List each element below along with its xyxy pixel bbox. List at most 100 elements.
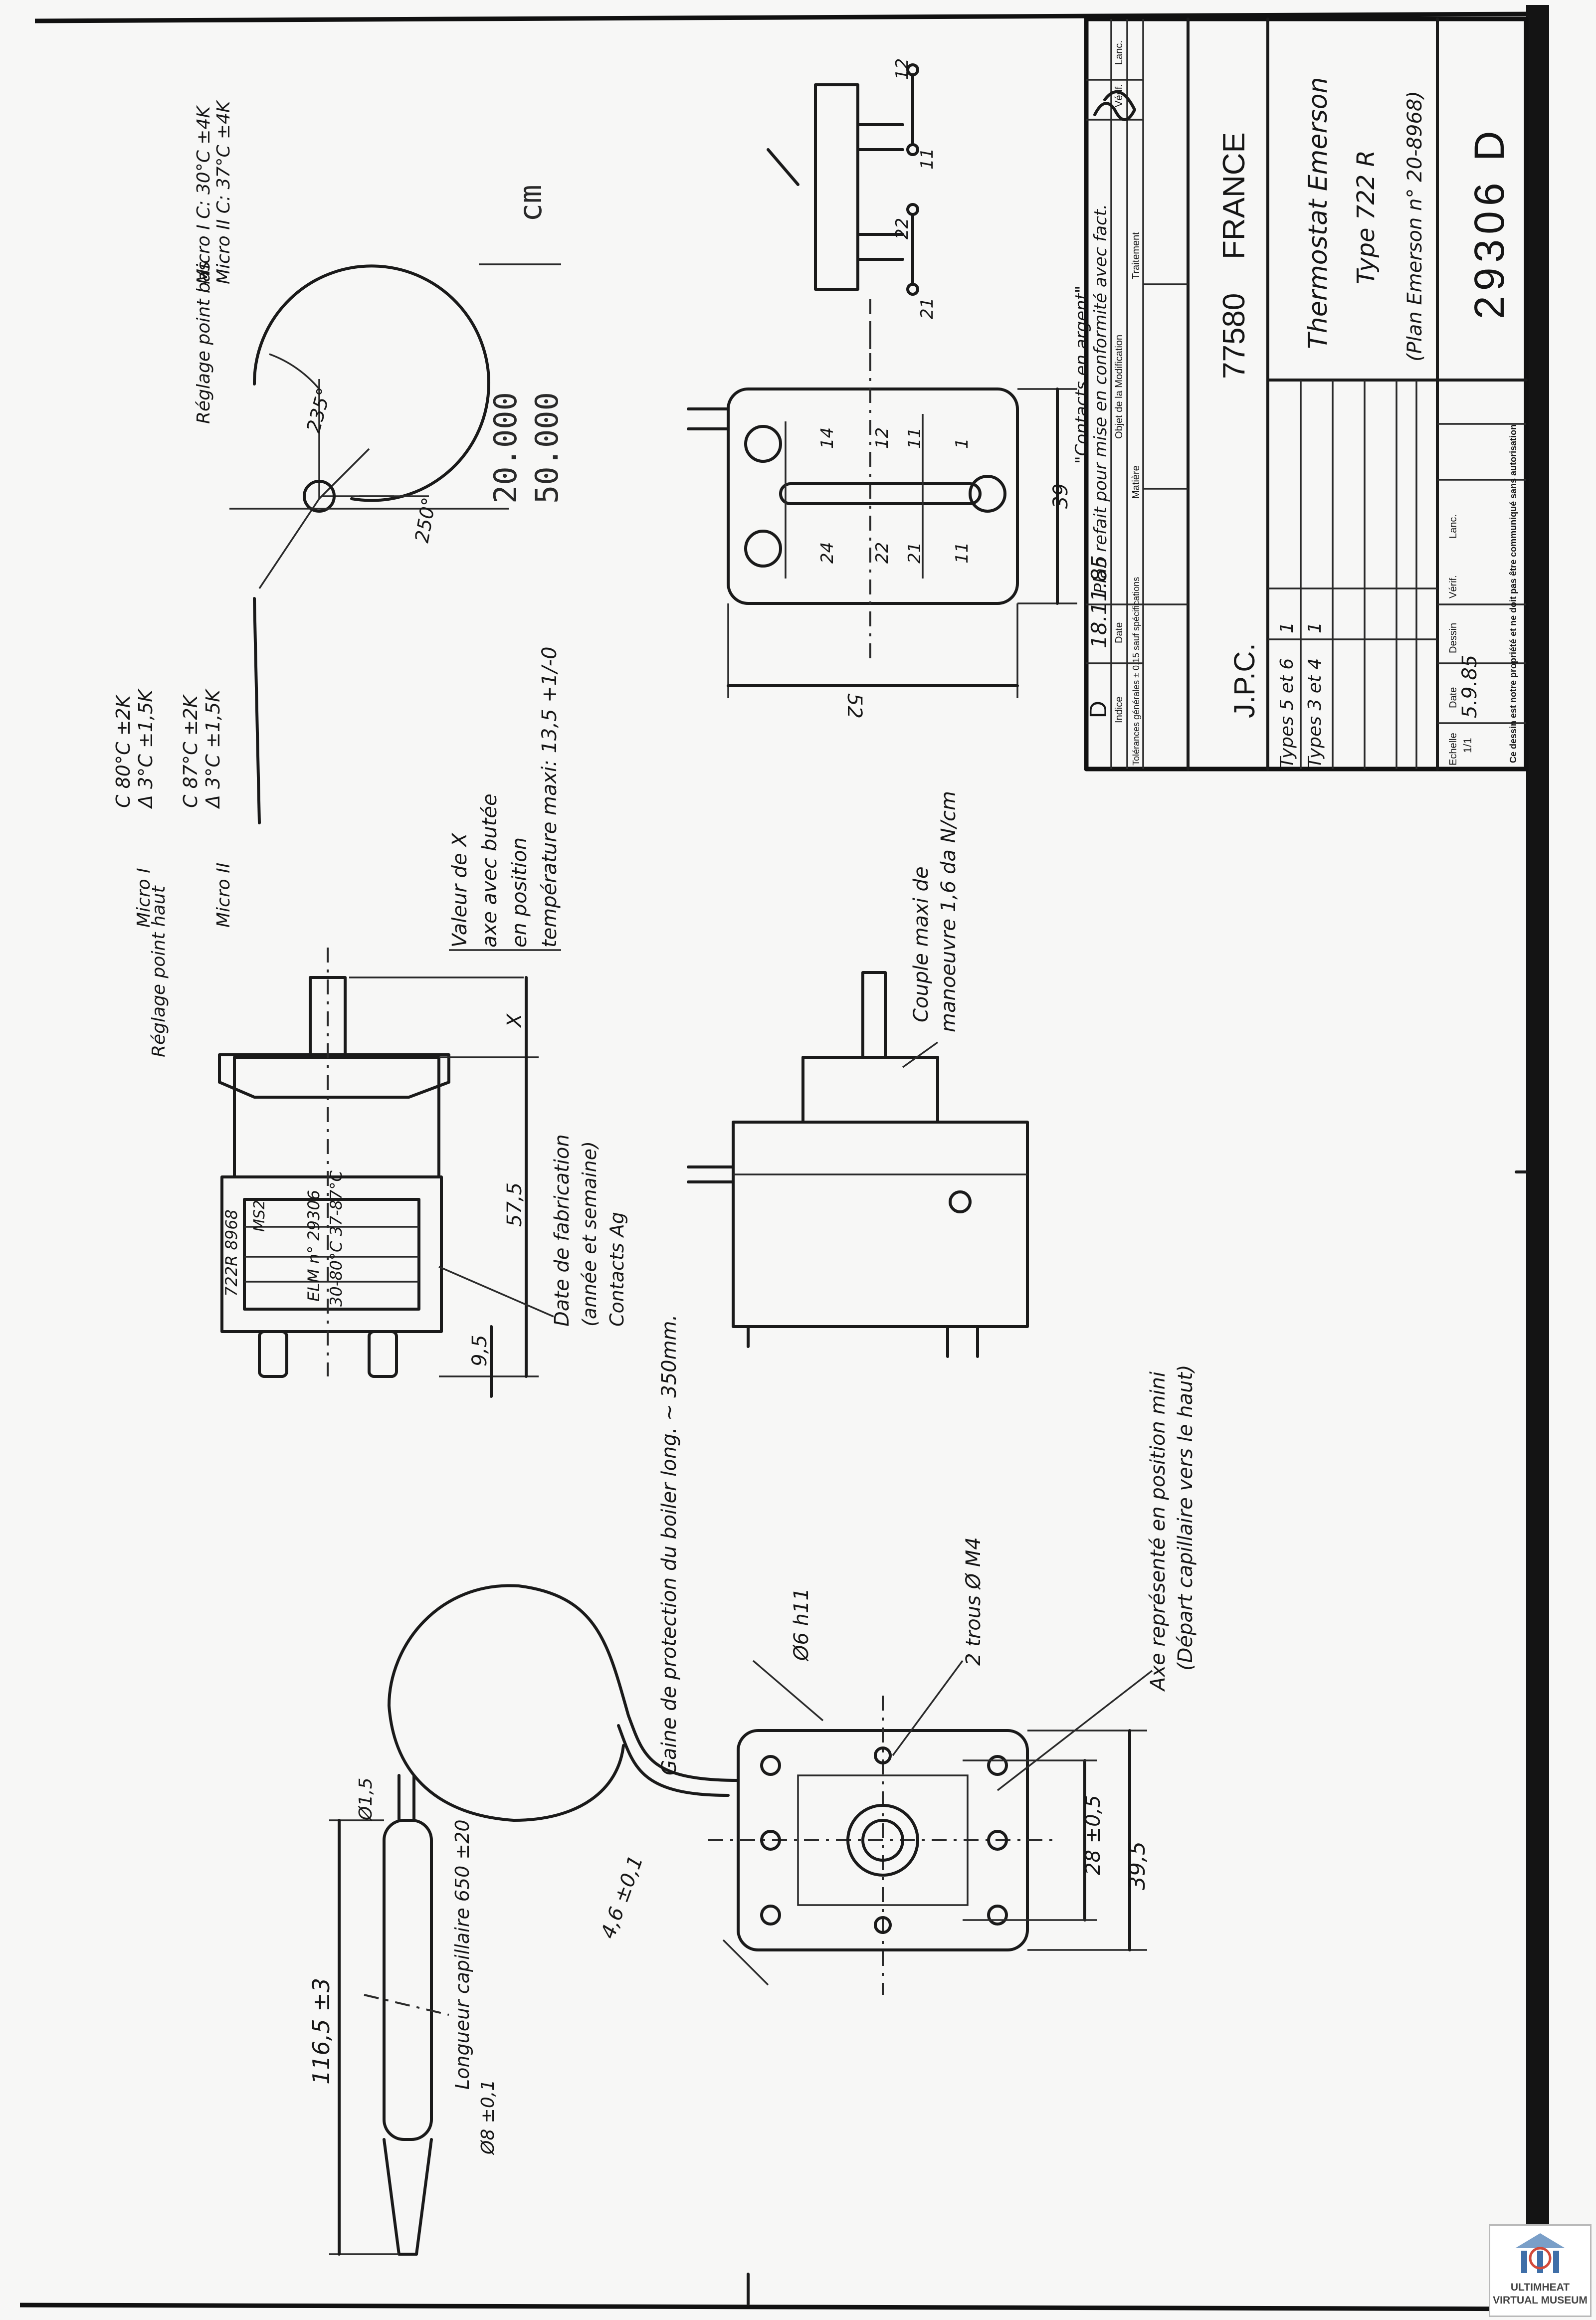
bulb-diameter: Ø8 ±0,1 [478, 2080, 498, 2155]
header-date-2: Date [1448, 687, 1459, 708]
header-matiere: Matière [1131, 465, 1142, 499]
terminal-11b: 11 [952, 542, 972, 564]
product-title: Thermostat Emerson [1303, 77, 1333, 349]
header-lanc: Lanc. [1114, 40, 1125, 65]
label-row-3: ELM n° 29306 [304, 1190, 323, 1302]
axe-2: (Départ capillaire vers le haut) [1174, 1364, 1197, 1671]
micro-switch-schematic: 21 22 11 12 [767, 58, 937, 359]
gaine: Gaine de protection du boiler long. ~ 35… [658, 1315, 681, 1775]
side-view-bottom: Couple maxi de manoeuvre 1,6 da N/cm [687, 791, 1029, 1358]
header-lanc-2: Lanc. [1448, 514, 1459, 539]
quantity-1: 20.000 [487, 392, 524, 504]
reglage-haut: Réglage point haut [149, 885, 169, 1057]
terminal-21: 21 [905, 542, 925, 564]
side-view-top: X 57,5 9,5 722R 8968 MS2 ELM n° 29306 30… [218, 646, 628, 1398]
dim-39-5: 39,5 [1125, 1841, 1150, 1890]
quantity-unit: cm [512, 185, 549, 222]
micro2-value-1: C 87°C ±2K [180, 694, 201, 808]
dial-angle-b: 250° [411, 496, 440, 545]
revision-index: D [1085, 701, 1112, 718]
legal-notice: Ce dessin est notre propriété et ne doit… [1508, 424, 1518, 763]
title-block [1084, 16, 1529, 772]
dim-39: 39 [1049, 483, 1072, 509]
revision-description: Plan refait pour mise en conformité avec… [1091, 204, 1111, 593]
capillary-bulb: 116,5 ±3 Longueur capillaire 650 ±20 Ø8 … [308, 1315, 740, 2256]
terminal-24: 24 [817, 542, 837, 564]
country: FRANCE [1217, 132, 1251, 259]
header-indice: Indice [1114, 697, 1125, 723]
dim-52: 52 [843, 693, 866, 719]
header-tolerances: Tolérances générales ± 0,15 sauf spécifi… [1131, 577, 1141, 766]
watermark-line-1: ULTIMHEAT [1510, 2282, 1570, 2293]
terminal-11: 11 [905, 427, 925, 449]
cap-diameter: Ø1,5 [356, 1777, 376, 1821]
micro-terminal-12: 12 [892, 58, 912, 80]
scale-value: 1/1 [1461, 738, 1474, 753]
header-date: Date [1114, 622, 1125, 643]
micro1-value-1: C 80°C ±2K [112, 694, 134, 808]
product-type: Type 722 R [1352, 150, 1380, 284]
type-count-2: 1 [1305, 622, 1325, 633]
micro-terminal-22: 22 [892, 218, 912, 239]
terminal-1: 1 [952, 438, 972, 449]
micro-low-2: Micro II C: 37°C ±4K [213, 100, 234, 284]
dial-diagram: 235° 250° Réglage point bas Micro I C: 3… [112, 100, 565, 1057]
micro-terminal-11: 11 [917, 148, 937, 170]
dial-angle-a: 235° [302, 386, 335, 435]
date-fab-3: Contacts Ag [606, 1212, 628, 1327]
drawn-by: J.P.C. [1228, 643, 1261, 718]
terminal-14: 14 [817, 427, 837, 449]
product-plan: (Plan Emerson n° 20-8968) [1403, 91, 1426, 362]
dim-4-6: 4,6 ±0,1 [597, 1853, 648, 1942]
watermark-line-2: VIRTUAL MUSEUM [1493, 2295, 1588, 2306]
capillaire: Longueur capillaire 650 ±20 [451, 1819, 473, 2090]
header-verif-2: Vérif. [1448, 575, 1459, 598]
front-view-terminals: 39 52 14 12 11 1 24 22 21 11 [687, 324, 1077, 719]
dim-116-5: 116,5 ±3 [308, 1978, 335, 2085]
revision-date: 18.11.85 [1087, 555, 1111, 648]
approval-signature [1093, 90, 1136, 121]
micro1-value-2: Δ 3°C ±1,5K [135, 688, 157, 809]
header-object: Objet de la Modification [1114, 335, 1125, 439]
base-plate: 39,5 28 ±0,5 4,6 ±0,1 Ø6 h11 2 trous Ø M… [597, 1364, 1197, 1995]
valeur-x-3: en position [508, 837, 531, 948]
header-dessin: Dessin [1448, 623, 1459, 653]
micro2-label: Micro II [213, 863, 234, 928]
valeur-x-4: température maxi: 13,5 +1/-0 [538, 646, 561, 948]
label-row-1: 722R 8968 [222, 1209, 241, 1297]
diam-6: Ø6 h11 [790, 1588, 813, 1662]
micro2-value-2: Δ 3°C ±1,5K [202, 688, 224, 809]
date-fab-2: (année et semaine) [579, 1141, 600, 1327]
terminal-22: 22 [872, 542, 892, 564]
couple-1: Couple maxi de [910, 866, 933, 1022]
type-count-1: 1 [1277, 622, 1297, 633]
part-number: 29306 D [1466, 126, 1513, 319]
type-row-2: Types 3 et 4 [1305, 658, 1325, 768]
dim-x: X [503, 1013, 526, 1028]
museum-icon [1515, 2233, 1565, 2273]
code: 77580 [1217, 293, 1251, 379]
drawing-date: 5.9.85 [1458, 655, 1481, 718]
header-echelle: Echelle [1448, 733, 1459, 766]
label-row-4: 30-80°C 37-87°C [327, 1170, 346, 1307]
micro1-label: Micro I [134, 868, 154, 928]
header-verif: Vérif. [1114, 84, 1125, 107]
trous: 2 trous Ø M4 [962, 1537, 985, 1666]
revision-note: "Contacts en argent" [1072, 285, 1092, 464]
dim-57-5: 57,5 [503, 1182, 526, 1227]
reglage-bas: Réglage point bas [194, 262, 214, 424]
title-block-text: 29306 D Thermostat Emerson Type 722 R (P… [1072, 40, 1518, 768]
quantity-2: 50.000 [529, 392, 565, 504]
header-traitement: Traitement [1131, 232, 1142, 279]
micro-terminal-21: 21 [917, 298, 937, 319]
terminal-12: 12 [872, 427, 892, 449]
ultimheat-logo: ULTIMHEAT VIRTUAL MUSEUM [1489, 2224, 1592, 2317]
micro-low-1: Micro I C: 30°C ±4K [194, 105, 214, 284]
label-row-2: MS2 [251, 1200, 268, 1232]
dim-9-5: 9,5 [468, 1335, 491, 1366]
couple-2: manoeuvre 1,6 da N/cm [937, 791, 960, 1032]
dim-28: 28 ±0,5 [1082, 1795, 1105, 1875]
type-row-1: Types 5 et 6 [1277, 658, 1297, 768]
